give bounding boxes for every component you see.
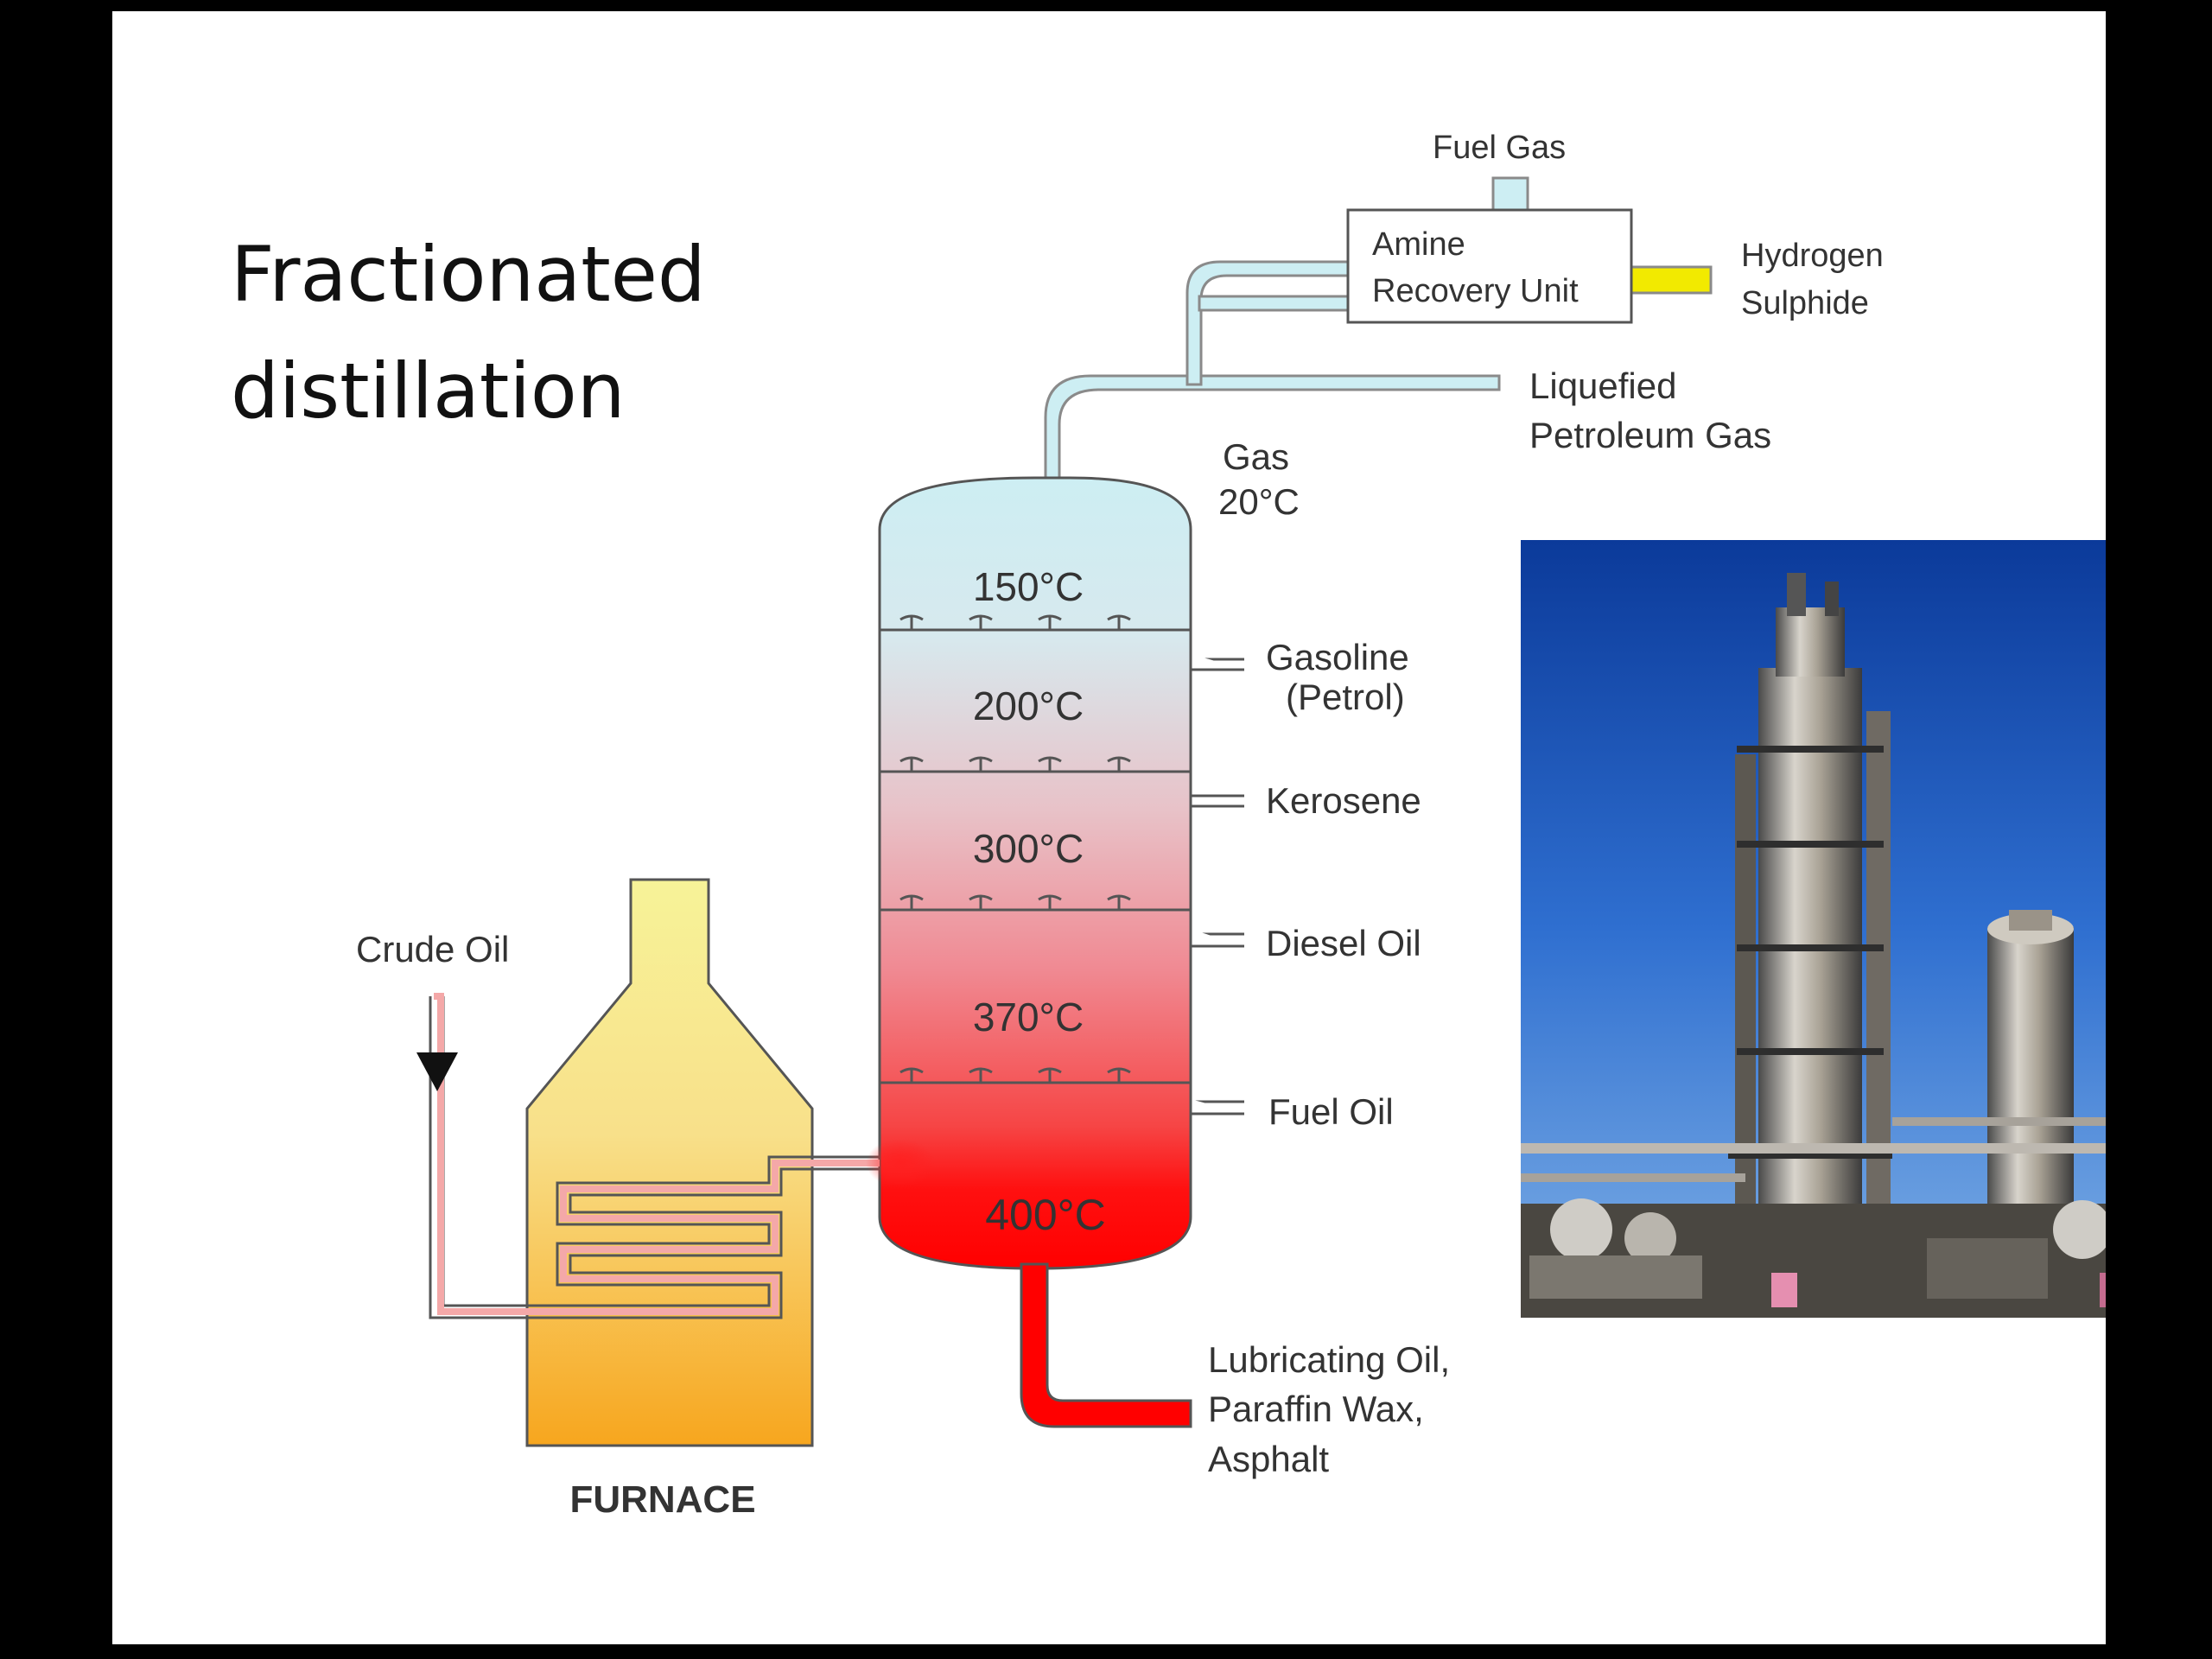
temp-300: 300°C xyxy=(973,826,1084,871)
gasoline-label-1: Gasoline xyxy=(1266,637,1409,677)
amine-unit-label-2: Recovery Unit xyxy=(1372,273,1579,309)
fuel-gas-label: Fuel Gas xyxy=(1433,130,1566,166)
bubble-cap-trays xyxy=(880,614,1191,1084)
lpg-label-1: Liquefied xyxy=(1529,365,1676,406)
residue-pipe xyxy=(1020,1262,1192,1428)
temp-400: 400°C xyxy=(985,1191,1106,1239)
residue-label-1: Lubricating Oil, xyxy=(1208,1339,1450,1380)
residue-label-2: Paraffin Wax, xyxy=(1208,1389,1424,1429)
slide-title-line-1: Fractionated xyxy=(231,230,706,319)
temp-150: 150°C xyxy=(973,564,1084,609)
diesel-label: Diesel Oil xyxy=(1266,923,1421,963)
gas-label-1: Gas xyxy=(1223,436,1289,477)
slide: Fractionated distillation Amine Recovery… xyxy=(112,11,2106,1644)
gas-label-2: 20°C xyxy=(1218,481,1300,522)
gasoline-label-2: (Petrol) xyxy=(1286,677,1405,717)
hydrogen-sulphide-label-1: Hydrogen xyxy=(1741,238,1884,274)
amine-recovery-unit-box xyxy=(1346,208,1633,324)
crude-oil-label: Crude Oil xyxy=(356,929,509,969)
crude-oil-arrow xyxy=(416,1052,458,1091)
temp-200: 200°C xyxy=(973,683,1084,728)
lpg-label-2: Petroleum Gas xyxy=(1529,415,1771,455)
crude-oil-pipe xyxy=(429,996,880,1319)
temp-370: 370°C xyxy=(973,995,1084,1039)
kerosene-label: Kerosene xyxy=(1266,780,1421,821)
residue-label-3: Asphalt xyxy=(1208,1439,1329,1479)
fuel-oil-label: Fuel Oil xyxy=(1268,1091,1394,1132)
hydrogen-sulphide-label-2: Sulphide xyxy=(1741,285,1869,321)
slide-title-line-2: distillation xyxy=(231,346,626,435)
furnace-label: FURNACE xyxy=(569,1478,755,1521)
oil-refinery-tower-photo xyxy=(1521,540,2106,1318)
feed-spray xyxy=(866,1139,935,1187)
hydrogen-sulphide-pipe xyxy=(1630,265,1713,295)
amine-unit-label-1: Amine xyxy=(1372,226,1465,263)
furnace-body xyxy=(525,878,814,1447)
fractional-distillation-diagram: Fractionated distillation Amine Recovery… xyxy=(231,130,2106,1521)
